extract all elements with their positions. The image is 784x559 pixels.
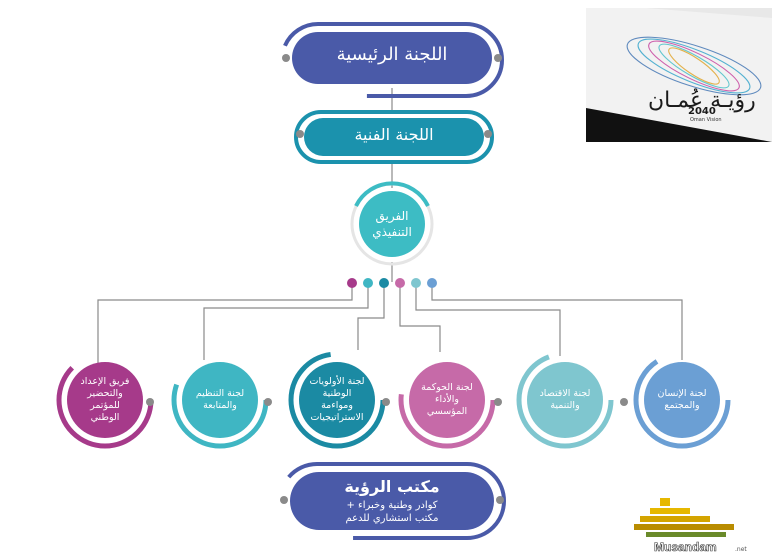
watermark-suffix: .net: [735, 546, 747, 553]
logo-title: رؤيـة عُمـان: [648, 88, 756, 113]
connector-dots: [347, 278, 437, 288]
vision-office-title: مكتب الرؤية: [344, 477, 440, 496]
committee-3-node: [398, 351, 502, 449]
executive-team-label: الفريق التنفيذي: [372, 209, 412, 239]
logo-graphic: [586, 8, 772, 142]
executive-team-node: [350, 181, 434, 266]
logo-subtitle: Oman Vision: [690, 117, 722, 123]
committee-6-node: [56, 351, 154, 449]
watermark-graphic: [634, 498, 734, 537]
vision-office-line2: مكتب استشاري للدعم: [345, 513, 439, 524]
top-committee-node: [280, 22, 504, 98]
committee-5-label: لجنة التنظيم والمتابعة: [195, 388, 245, 411]
committee-2-label: لجنة الاقتصاد والتنمية: [539, 388, 591, 411]
watermark-text: Musandam: [654, 540, 717, 555]
committee-5-node: [171, 351, 272, 449]
committee-6-label: فريق الإعداد والتحضير للمؤتمر الوطني: [80, 376, 130, 423]
technical-committee-label: اللجنة الفنية: [354, 125, 434, 144]
committee-4-label: لجنة الأولويات الوطنية ومواءمة الاستراتي…: [309, 376, 365, 423]
oman-vision-logo: [586, 8, 772, 142]
top-committee-label: اللجنة الرئيسية: [336, 44, 448, 65]
technical-committee-node: [294, 110, 494, 164]
committee-4-node: [288, 351, 390, 449]
committee-1-label: لجنة الإنسان والمجتمع: [657, 388, 707, 411]
committee-2-node: [516, 351, 628, 449]
vision-office-line1: كوادر وطنية وخبراء +: [346, 500, 438, 511]
vision-office-node: [278, 462, 506, 540]
logo-year: 2040: [688, 106, 716, 117]
committee-1-node: [633, 351, 731, 449]
committee-3-label: لجنة الحوكمة والأداء المؤسسي: [421, 382, 473, 417]
